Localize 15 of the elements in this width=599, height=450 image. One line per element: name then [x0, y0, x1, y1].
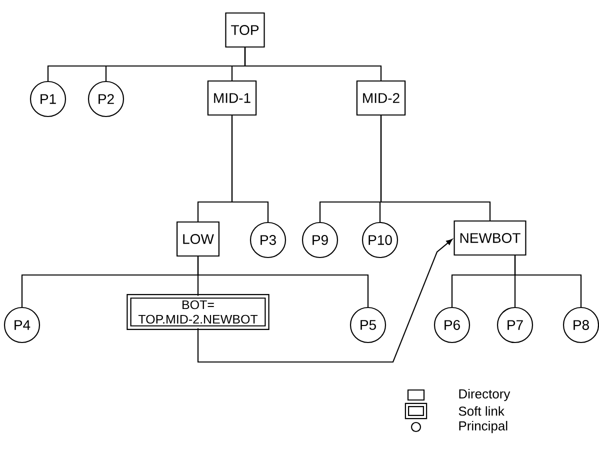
tree-line: [380, 116, 491, 220]
directory-box: TOP: [225, 12, 265, 48]
directory-box: LOW: [176, 221, 220, 257]
directory-box: MID-2: [356, 80, 406, 116]
directory-box: MID-1: [207, 80, 257, 116]
tree-line: [514, 256, 582, 307]
tree-line: [231, 116, 269, 222]
soft-link-box: BOT= TOP.MID-2.NEWBOT: [126, 294, 270, 330]
legend-text: Directory: [459, 388, 510, 402]
legend-text: Soft link: [458, 406, 504, 416]
directory-box: NEWBOT: [454, 220, 526, 256]
tree-line: [197, 256, 369, 307]
tree-line: [244, 48, 382, 80]
legend-text: Principal: [459, 420, 508, 434]
soft-link-arrow: [197, 238, 453, 363]
